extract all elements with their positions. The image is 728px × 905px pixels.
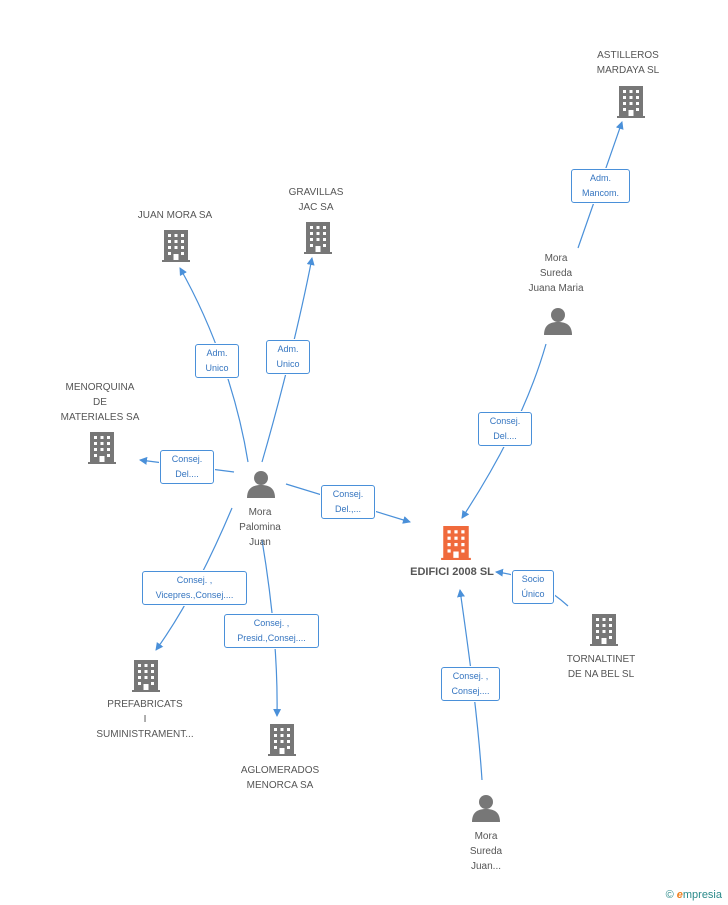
palomina-person-icon <box>247 471 275 498</box>
astilleros-building-icon <box>617 86 645 118</box>
company-icons <box>88 86 645 756</box>
company-label-astilleros[interactable]: ASTILLEROS MARDAYA SL <box>596 50 660 76</box>
company-label-menorquina[interactable]: MENORQUINA DE MATERIALES SA <box>60 382 140 423</box>
relation-adm-mancom[interactable]: Adm. Mancom. <box>571 169 630 203</box>
relation-vicepres[interactable]: Consej. , Vicepres.,Consej.... <box>142 571 247 605</box>
person-label-mora-sureda-juana[interactable]: Mora Sureda Juana Maria <box>528 253 584 294</box>
company-label-tornaltinet[interactable]: TORNALTINET DE NA BEL SL <box>566 654 636 680</box>
company-label-gravillas[interactable]: GRAVILLAS JAC SA <box>288 187 344 213</box>
relation-consej-del-palomina[interactable]: Consej. Del.,... <box>321 485 375 519</box>
juana-person-icon <box>544 308 572 335</box>
center-building-icon <box>441 526 471 560</box>
tornaltinet-building-icon <box>590 614 618 646</box>
brand-logo-e: e <box>676 889 683 901</box>
person-label-mora-sureda-juan[interactable]: Mora Sureda Juan... <box>469 831 503 872</box>
brand-logo-text: mpresia <box>682 889 722 901</box>
company-label-juan-mora[interactable]: JUAN MORA SA <box>137 210 213 221</box>
copyright-icon: © <box>665 889 674 901</box>
relation-presid[interactable]: Consej. , Presid.,Consej.... <box>224 614 319 648</box>
person-label-mora-palomina[interactable]: Mora Palomina Juan <box>239 507 281 548</box>
relation-socio-unico[interactable]: Socio Único <box>512 570 554 604</box>
aglomerados-building-icon <box>268 724 296 756</box>
menorquina-building-icon <box>88 432 116 464</box>
prefabricats-building-icon <box>132 660 160 692</box>
copyright-footer: © empresia <box>666 889 722 901</box>
relation-consej-del-menorquina[interactable]: Consej. Del.... <box>160 450 214 484</box>
juanmora-building-icon <box>162 230 190 262</box>
relation-consej-consej[interactable]: Consej. , Consej.... <box>441 667 500 701</box>
company-label-prefabricats[interactable]: PREFABRICATS I SUMINISTRAMENT... <box>96 699 194 740</box>
gravillas-building-icon <box>304 222 332 254</box>
center-company-label[interactable]: EDIFICI 2008 SL <box>410 566 494 578</box>
company-label-aglomerados[interactable]: AGLOMERADOS MENORCA SA <box>240 765 320 791</box>
relation-adm-unico-gravillas[interactable]: Adm. Unico <box>266 340 310 374</box>
relation-adm-unico-juanmora[interactable]: Adm. Unico <box>195 344 239 378</box>
juan-person-icon <box>472 795 500 822</box>
relation-consej-del-juana[interactable]: Consej. Del.... <box>478 412 532 446</box>
